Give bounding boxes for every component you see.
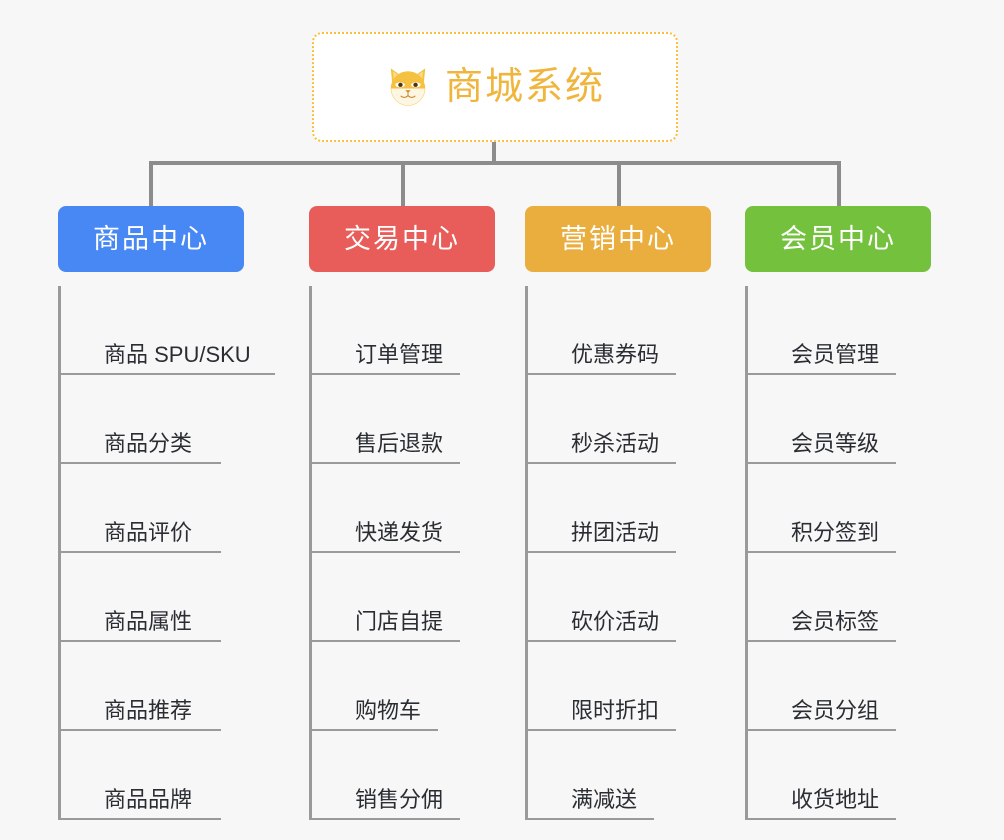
branch-marketing-center: 营销中心 优惠券码 秒杀活动 拼团活动 砍价活动 限时折扣 — [525, 206, 711, 820]
leaf-label: 满减送 — [571, 787, 638, 812]
connector-horizontal-bus — [149, 161, 841, 165]
leaf-label: 销售分佣 — [355, 787, 444, 812]
leaf-label: 门店自提 — [355, 609, 444, 634]
leaf-item[interactable]: 销售分佣 — [312, 731, 495, 820]
leaf-item[interactable]: 限时折扣 — [528, 642, 711, 731]
leaf-underline — [748, 640, 896, 642]
leaf-underline — [528, 551, 676, 553]
leaf-underline — [528, 373, 676, 375]
leaf-underline — [748, 729, 896, 731]
category-label: 交易中心 — [344, 223, 460, 254]
leaf-underline — [312, 462, 460, 464]
leaf-underline — [312, 551, 460, 553]
connector-drop-member-center — [837, 161, 841, 208]
leaf-underline — [528, 640, 676, 642]
leaf-item[interactable]: 门店自提 — [312, 553, 495, 642]
leaf-item[interactable]: 会员等级 — [748, 375, 931, 464]
category-label: 商品中心 — [93, 223, 209, 254]
leaf-label: 积分签到 — [791, 520, 880, 545]
leaf-item[interactable]: 满减送 — [528, 731, 711, 820]
leaf-label: 订单管理 — [355, 342, 444, 367]
leaf-underline — [748, 551, 896, 553]
leaf-underline — [748, 373, 896, 375]
leaf-item[interactable]: 售后退款 — [312, 375, 495, 464]
leaf-label: 会员标签 — [791, 609, 880, 634]
leaf-label: 会员分组 — [791, 698, 880, 723]
leaf-label: 优惠券码 — [571, 342, 660, 367]
leaf-label: 会员等级 — [791, 431, 880, 456]
leaf-label: 商品品牌 — [104, 787, 193, 812]
leaf-underline — [61, 729, 221, 731]
leaf-label: 商品推荐 — [104, 698, 193, 723]
branch-member-center: 会员中心 会员管理 会员等级 积分签到 会员标签 会员分组 — [745, 206, 931, 820]
leaf-item[interactable]: 商品属性 — [61, 553, 244, 642]
category-header-product-center[interactable]: 商品中心 — [58, 206, 244, 272]
category-label: 营销中心 — [560, 223, 676, 254]
leaf-underline — [528, 818, 654, 820]
leaf-item[interactable]: 商品评价 — [61, 464, 244, 553]
leaf-label: 商品评价 — [104, 520, 193, 545]
leaf-item[interactable]: 秒杀活动 — [528, 375, 711, 464]
leaf-item[interactable]: 商品 SPU/SKU — [61, 286, 275, 375]
leaf-list-marketing-center: 优惠券码 秒杀活动 拼团活动 砍价活动 限时折扣 满减送 — [525, 286, 711, 820]
leaf-list-member-center: 会员管理 会员等级 积分签到 会员标签 会员分组 收货地址 — [745, 286, 931, 820]
leaf-underline — [312, 640, 460, 642]
leaf-underline — [61, 373, 275, 375]
leaf-label: 售后退款 — [355, 431, 444, 456]
leaf-item[interactable]: 收货地址 — [748, 731, 931, 820]
leaf-underline — [61, 640, 221, 642]
leaf-item[interactable]: 拼团活动 — [528, 464, 711, 553]
category-label: 会员中心 — [780, 223, 896, 254]
leaf-item[interactable]: 积分签到 — [748, 464, 931, 553]
category-header-member-center[interactable]: 会员中心 — [745, 206, 931, 272]
connector-drop-marketing-center — [617, 161, 621, 208]
leaf-item[interactable]: 商品分类 — [61, 375, 244, 464]
leaf-label: 商品属性 — [104, 609, 193, 634]
leaf-underline — [528, 462, 676, 464]
leaf-item[interactable]: 快递发货 — [312, 464, 495, 553]
leaf-underline — [748, 818, 896, 820]
branch-trade-center: 交易中心 订单管理 售后退款 快递发货 门店自提 购物车 — [309, 206, 495, 820]
leaf-list-trade-center: 订单管理 售后退款 快递发货 门店自提 购物车 销售分佣 — [309, 286, 495, 820]
leaf-underline — [748, 462, 896, 464]
root-title: 商城系统 — [444, 66, 605, 108]
branch-product-center: 商品中心 商品 SPU/SKU 商品分类 商品评价 商品属性 商品推荐 — [58, 206, 275, 820]
leaf-underline — [61, 551, 221, 553]
leaf-label: 砍价活动 — [571, 609, 660, 634]
connector-root-stem — [492, 142, 496, 164]
leaf-underline — [61, 818, 221, 820]
leaf-item[interactable]: 优惠券码 — [528, 286, 711, 375]
leaf-item[interactable]: 砍价活动 — [528, 553, 711, 642]
leaf-label: 快递发货 — [355, 520, 444, 545]
leaf-item[interactable]: 会员标签 — [748, 553, 931, 642]
leaf-label: 会员管理 — [791, 342, 880, 367]
leaf-underline — [312, 818, 460, 820]
category-header-trade-center[interactable]: 交易中心 — [309, 206, 495, 272]
leaf-underline — [312, 729, 438, 731]
leaf-item[interactable]: 订单管理 — [312, 286, 495, 375]
leaf-label: 商品 SPU/SKU — [104, 342, 251, 367]
leaf-item[interactable]: 会员管理 — [748, 286, 931, 375]
leaf-item[interactable]: 商品品牌 — [61, 731, 244, 820]
category-header-marketing-center[interactable]: 营销中心 — [525, 206, 711, 272]
leaf-item[interactable]: 购物车 — [312, 642, 495, 731]
root-node[interactable]: 商城系统 — [312, 32, 678, 142]
connector-drop-product-center — [149, 161, 153, 208]
shiba-dog-icon — [390, 68, 426, 106]
leaf-item[interactable]: 商品推荐 — [61, 642, 244, 731]
leaf-list-product-center: 商品 SPU/SKU 商品分类 商品评价 商品属性 商品推荐 商品品牌 — [58, 286, 275, 820]
leaf-label: 收货地址 — [791, 787, 880, 812]
leaf-item[interactable]: 会员分组 — [748, 642, 931, 731]
leaf-underline — [61, 462, 221, 464]
leaf-underline — [312, 373, 460, 375]
leaf-label: 秒杀活动 — [571, 431, 660, 456]
leaf-underline — [528, 729, 676, 731]
leaf-label: 拼团活动 — [571, 520, 660, 545]
leaf-label: 购物车 — [355, 698, 422, 723]
leaf-label: 商品分类 — [104, 431, 193, 456]
connector-drop-trade-center — [401, 161, 405, 208]
leaf-label: 限时折扣 — [571, 698, 660, 723]
